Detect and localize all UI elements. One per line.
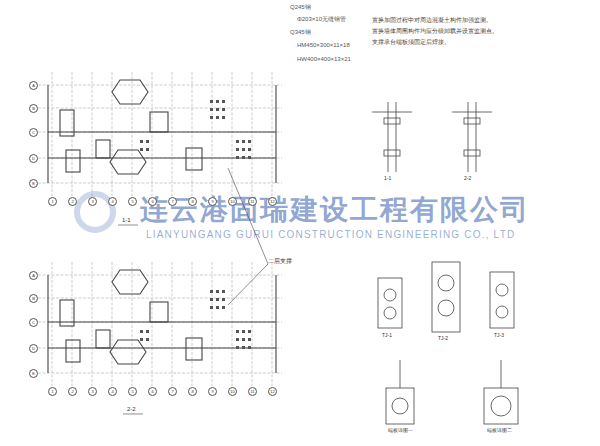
view-label: 2-2 bbox=[127, 406, 136, 412]
axis-bubble: B bbox=[29, 294, 38, 303]
view-label: TJ-1 bbox=[382, 333, 392, 338]
axis-bubble: 8 bbox=[188, 197, 197, 206]
axis-bubble: A bbox=[29, 271, 38, 280]
note-text: 置换墙体周围构件均应分级卸载并设置监测点。 bbox=[372, 29, 498, 35]
axis-bubble: 9 bbox=[208, 197, 217, 206]
axis-bubble: 3 bbox=[88, 387, 97, 396]
axis-bubble: A bbox=[29, 81, 38, 90]
axis-bubble: 7 bbox=[168, 387, 177, 396]
axis-bubble: 5 bbox=[128, 197, 137, 206]
axis-bubble: C bbox=[29, 318, 38, 327]
axis-bubble: 12 bbox=[268, 387, 277, 396]
view-label: 端板详图二 bbox=[487, 428, 512, 433]
note-text: 置换加固过程中对周边混凝土构件加强监测。 bbox=[372, 18, 492, 24]
axis-bubble: 11 bbox=[248, 387, 257, 396]
axis-bubble: 3 bbox=[88, 197, 97, 206]
axis-bubble: 12 bbox=[268, 197, 277, 206]
axis-bubble: 7 bbox=[168, 197, 177, 206]
view-label: 1-1 bbox=[384, 176, 391, 181]
note-text: 支撑承台端板须固定后焊接。 bbox=[372, 40, 450, 46]
view-label: 1-1 bbox=[122, 217, 131, 223]
axis-bubble: 10 bbox=[228, 387, 237, 396]
axis-bubble: 6 bbox=[148, 387, 157, 396]
axis-bubble: 1 bbox=[48, 387, 57, 396]
axis-bubble: 4 bbox=[108, 387, 117, 396]
note-text: Q345钢 bbox=[290, 29, 311, 35]
view-label: TJ-2 bbox=[438, 336, 448, 341]
axis-bubble: 9 bbox=[208, 387, 217, 396]
axis-bubble: 4 bbox=[108, 197, 117, 206]
axis-bubble: E bbox=[29, 179, 38, 188]
axis-bubble: D bbox=[29, 344, 38, 353]
axis-bubble: 10 bbox=[228, 197, 237, 206]
note-text: Φ203×10无缝钢管 bbox=[297, 16, 346, 22]
axis-bubble: B bbox=[29, 104, 38, 113]
watermark: 连云港固瑞建设工程有限公司 bbox=[140, 196, 530, 224]
note-text: HM450×300×11×18 bbox=[297, 42, 350, 48]
view-label: TJ-3 bbox=[494, 333, 504, 338]
axis-bubble: 2 bbox=[68, 387, 77, 396]
watermark: LIANYUNGANG GURUI CONSTRUCTION ENGINEERI… bbox=[146, 230, 515, 240]
note-text: Q245钢 bbox=[290, 4, 311, 10]
axis-bubble: 1 bbox=[48, 197, 57, 206]
axis-bubble: C bbox=[29, 128, 38, 137]
note-text: HW400×400×13×21 bbox=[297, 56, 351, 62]
axis-bubble: 8 bbox=[188, 387, 197, 396]
view-label: 端板详图一 bbox=[388, 428, 413, 433]
axis-bubble: 6 bbox=[148, 197, 157, 206]
axis-bubble: 5 bbox=[128, 387, 137, 396]
view-label: 二层支撑 bbox=[268, 259, 292, 265]
axis-bubble: E bbox=[29, 369, 38, 378]
axis-bubble: 11 bbox=[248, 197, 257, 206]
axis-bubble: 2 bbox=[68, 197, 77, 206]
axis-bubble: D bbox=[29, 154, 38, 163]
view-label: 2-2 bbox=[464, 176, 471, 181]
